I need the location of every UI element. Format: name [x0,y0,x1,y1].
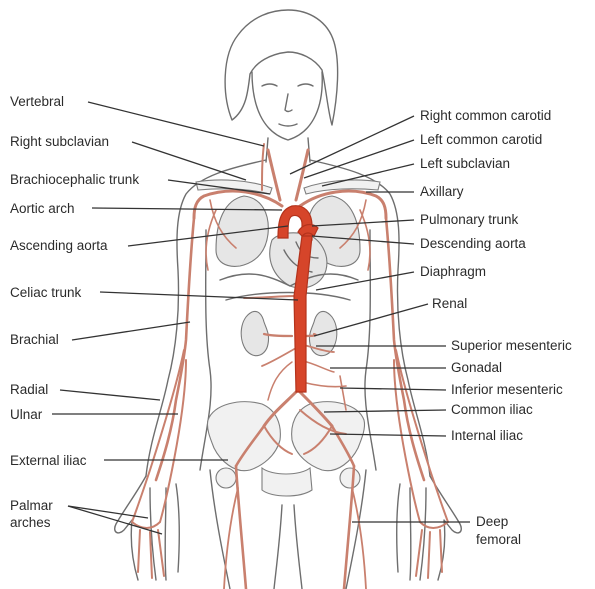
label-left-common-carotid: Left common carotid [420,132,542,147]
artery-right-ulnar [160,360,186,522]
artery-left-brachial [386,218,424,480]
label-arches: arches [10,515,51,530]
mouth [279,124,297,126]
label-deep: Deep [476,514,508,529]
label-ascending-aorta: Ascending aorta [10,238,108,253]
artery-right-deep-femoral [224,488,238,589]
label-descending-aorta: Descending aorta [420,236,526,251]
label-palmar: Palmar [10,498,53,513]
label-left-subclavian: Left subclavian [420,156,510,171]
artery-renal-right [264,334,292,336]
label-ulnar: Ulnar [10,407,43,422]
right-femur-head [216,468,236,488]
nose [285,94,292,112]
label-celiac-trunk: Celiac trunk [10,285,82,300]
hair [225,10,338,125]
right-eye [298,84,313,86]
label-vertebral: Vertebral [10,94,64,109]
face [252,72,322,140]
label-renal: Renal [432,296,467,311]
label-common-iliac: Common iliac [451,402,533,417]
label-femoral: femoral [476,532,521,547]
label-diaphragm: Diaphragm [420,264,486,279]
left-eye [262,84,277,86]
label-brachiocephalic-trunk: Brachiocephalic trunk [10,172,139,187]
label-brachial: Brachial [10,332,59,347]
left-femur-head [340,468,360,488]
label-pulmonary-trunk: Pulmonary trunk [420,212,519,227]
pubis [262,468,312,496]
label-inferior-mesenteric: Inferior mesenteric [451,382,563,397]
artery-right-femoral [236,466,246,589]
artery-vertebral [262,144,264,190]
label-gonadal: Gonadal [451,360,502,375]
label-radial: Radial [10,382,48,397]
label-aortic-arch: Aortic arch [10,201,75,216]
label-right-subclavian: Right subclavian [10,134,109,149]
label-right-common-carotid: Right common carotid [420,108,551,123]
label-internal-iliac: Internal iliac [451,428,523,443]
label-axillary: Axillary [420,184,464,199]
artery-left-deep-femoral [352,488,366,589]
artery-right-radial [132,350,184,522]
label-superior-mesenteric: Superior mesenteric [451,338,572,353]
label-external-iliac: External iliac [10,453,87,468]
